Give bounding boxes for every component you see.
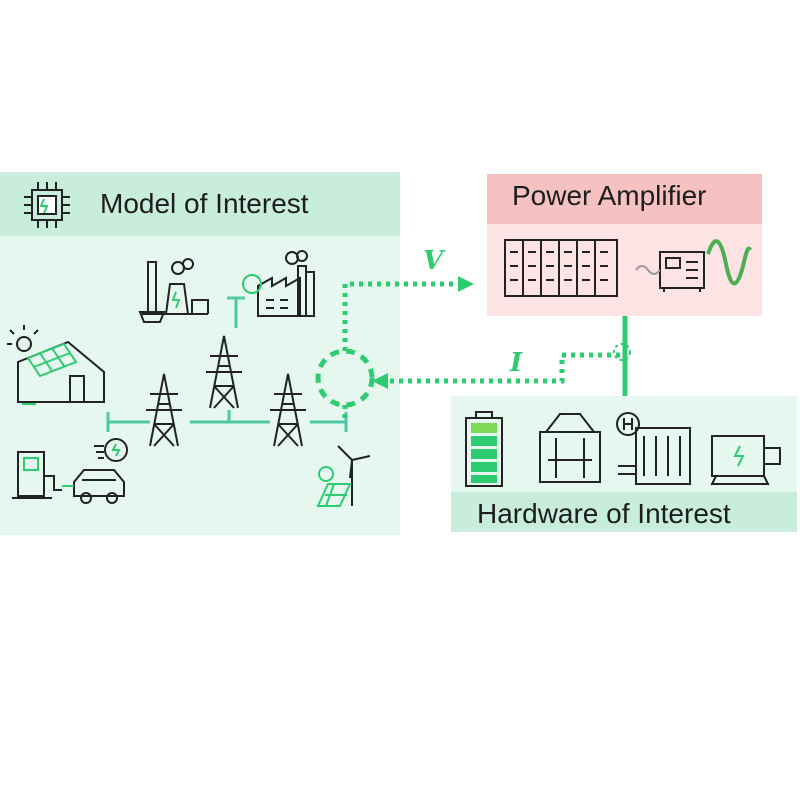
- power-plant-icon: [138, 258, 209, 323]
- solar-house-icon: [7, 325, 105, 405]
- transmission-tower-icon: [146, 335, 306, 447]
- battery-icon: [465, 411, 503, 487]
- signal-generator-icon: [635, 251, 705, 292]
- interface-connector: [315, 281, 620, 419]
- amp-to-hardware-link: [613, 316, 631, 396]
- current-label: I: [510, 348, 523, 378]
- voltage-label: V: [423, 246, 444, 276]
- hardware-title: Hardware of Interest: [477, 498, 731, 529]
- electrolyzer-icon: [539, 413, 601, 483]
- sine-wave-icon: [706, 239, 752, 286]
- amplifier-title: Power Amplifier: [512, 180, 707, 211]
- hardware-footer: [451, 492, 797, 532]
- electric-car-icon: [62, 469, 125, 504]
- amplifier-header: [487, 174, 762, 224]
- chip-icon: [24, 182, 70, 228]
- server-rack-icon: [504, 239, 618, 297]
- current-arrow-head: [372, 373, 388, 389]
- factory-icon: [242, 250, 315, 317]
- voltage-arrow-head: [458, 276, 474, 292]
- model-title: Model of Interest: [100, 188, 309, 219]
- wind-turbine-icon: [337, 445, 371, 506]
- electric-motor-icon: [710, 435, 781, 485]
- solar-panel-icon: [316, 466, 352, 507]
- ev-charger-icon: [12, 451, 62, 499]
- heat-exchanger-icon: [616, 412, 691, 485]
- fast-charge-icon: [94, 438, 128, 462]
